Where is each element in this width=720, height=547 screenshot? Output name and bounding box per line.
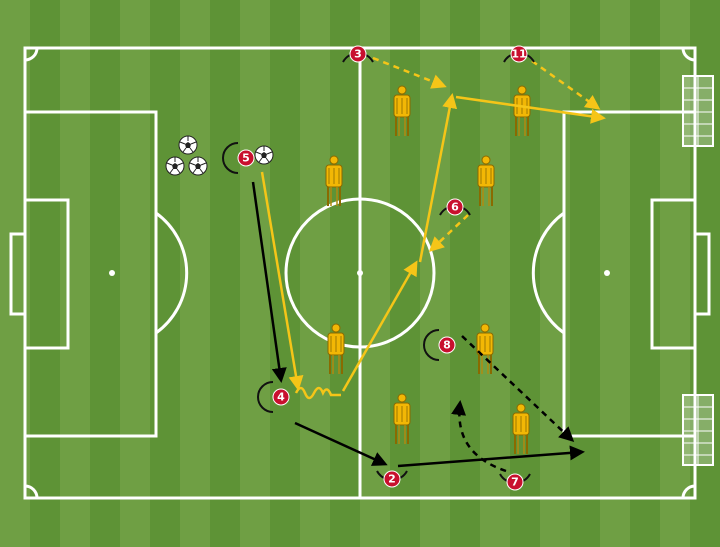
- corner-arc-top-left: [24, 47, 39, 62]
- grass-stripe: [90, 0, 121, 547]
- grass-stripe: [450, 0, 481, 547]
- football-icon: [254, 145, 274, 165]
- player-number: 5: [242, 152, 250, 165]
- grass-stripe: [480, 0, 511, 547]
- corner-arc-bottom-right: [681, 484, 696, 499]
- player-orientation-arc: [423, 329, 440, 361]
- pass-line: [341, 260, 418, 392]
- movement-lines: [251, 56, 606, 473]
- pass-line: [428, 214, 469, 253]
- player-number: 8: [443, 339, 451, 352]
- grass-stripe: [210, 0, 241, 547]
- football-icon: [188, 156, 208, 176]
- grass-stripe: [570, 0, 601, 547]
- right-goal: [693, 232, 711, 316]
- player-marker: [237, 149, 255, 167]
- player-marker: [383, 470, 401, 488]
- grass-stripe: [510, 0, 541, 547]
- player-number: 6: [451, 201, 459, 214]
- players: 3 11 5 6 8 4 2 7: [222, 45, 535, 491]
- run-line: [294, 421, 388, 466]
- football-icon: [165, 156, 185, 176]
- player-4: 4: [257, 381, 290, 413]
- pass-line: [418, 93, 458, 263]
- left-goal: [9, 232, 27, 316]
- player-2: 2: [376, 470, 408, 488]
- dribble-line: [294, 386, 341, 400]
- player-orientation-arc: [222, 142, 239, 174]
- pass-line: [455, 95, 606, 124]
- pass-line: [260, 171, 304, 391]
- player-marker: [438, 336, 456, 354]
- player-11: 11: [503, 45, 535, 63]
- grass-stripe: [630, 0, 661, 547]
- football-icon: [178, 135, 198, 155]
- player-5: 5: [222, 142, 255, 174]
- pass-line: [372, 56, 447, 89]
- run-line: [397, 445, 585, 468]
- corner-arc-top-right: [681, 47, 696, 62]
- player-8: 8: [423, 329, 456, 361]
- player-6: 6: [439, 198, 471, 216]
- player-marker: [446, 198, 464, 216]
- grass-stripe: [180, 0, 211, 547]
- run-line: [461, 335, 575, 443]
- grass-stripe: [540, 0, 571, 547]
- left-penalty-spot: [109, 270, 115, 276]
- pass-line: [531, 59, 601, 110]
- grass-stripe: [300, 0, 331, 547]
- grass-stripe: [120, 0, 151, 547]
- run-line: [451, 400, 507, 473]
- mini-goal-bottom: [682, 394, 714, 466]
- player-number: 2: [388, 473, 396, 486]
- centre-circle: [284, 197, 436, 349]
- centre-spot: [357, 270, 363, 276]
- player-7: 7: [499, 473, 531, 491]
- grass-stripe: [330, 0, 361, 547]
- grass-stripe: [660, 0, 691, 547]
- run-line: [251, 181, 287, 383]
- player-number: 11: [511, 48, 526, 61]
- player-3: 3: [342, 45, 374, 63]
- corner-arc-bottom-left: [24, 484, 39, 499]
- player-marker: [349, 45, 367, 63]
- mini-goal-top: [682, 75, 714, 147]
- player-orientation-arc: [257, 381, 274, 413]
- player-marker: [506, 473, 524, 491]
- player-number: 4: [277, 391, 285, 404]
- grass-stripe: [30, 0, 61, 547]
- grass-stripe: [360, 0, 391, 547]
- player-marker: [510, 45, 528, 63]
- right-penalty-arc: [531, 211, 565, 335]
- player-marker: [272, 388, 290, 406]
- grass-stripe: [60, 0, 91, 547]
- player-number: 3: [354, 48, 362, 61]
- left-penalty-arc: [155, 211, 189, 335]
- player-number: 7: [511, 476, 519, 489]
- right-penalty-spot: [604, 270, 610, 276]
